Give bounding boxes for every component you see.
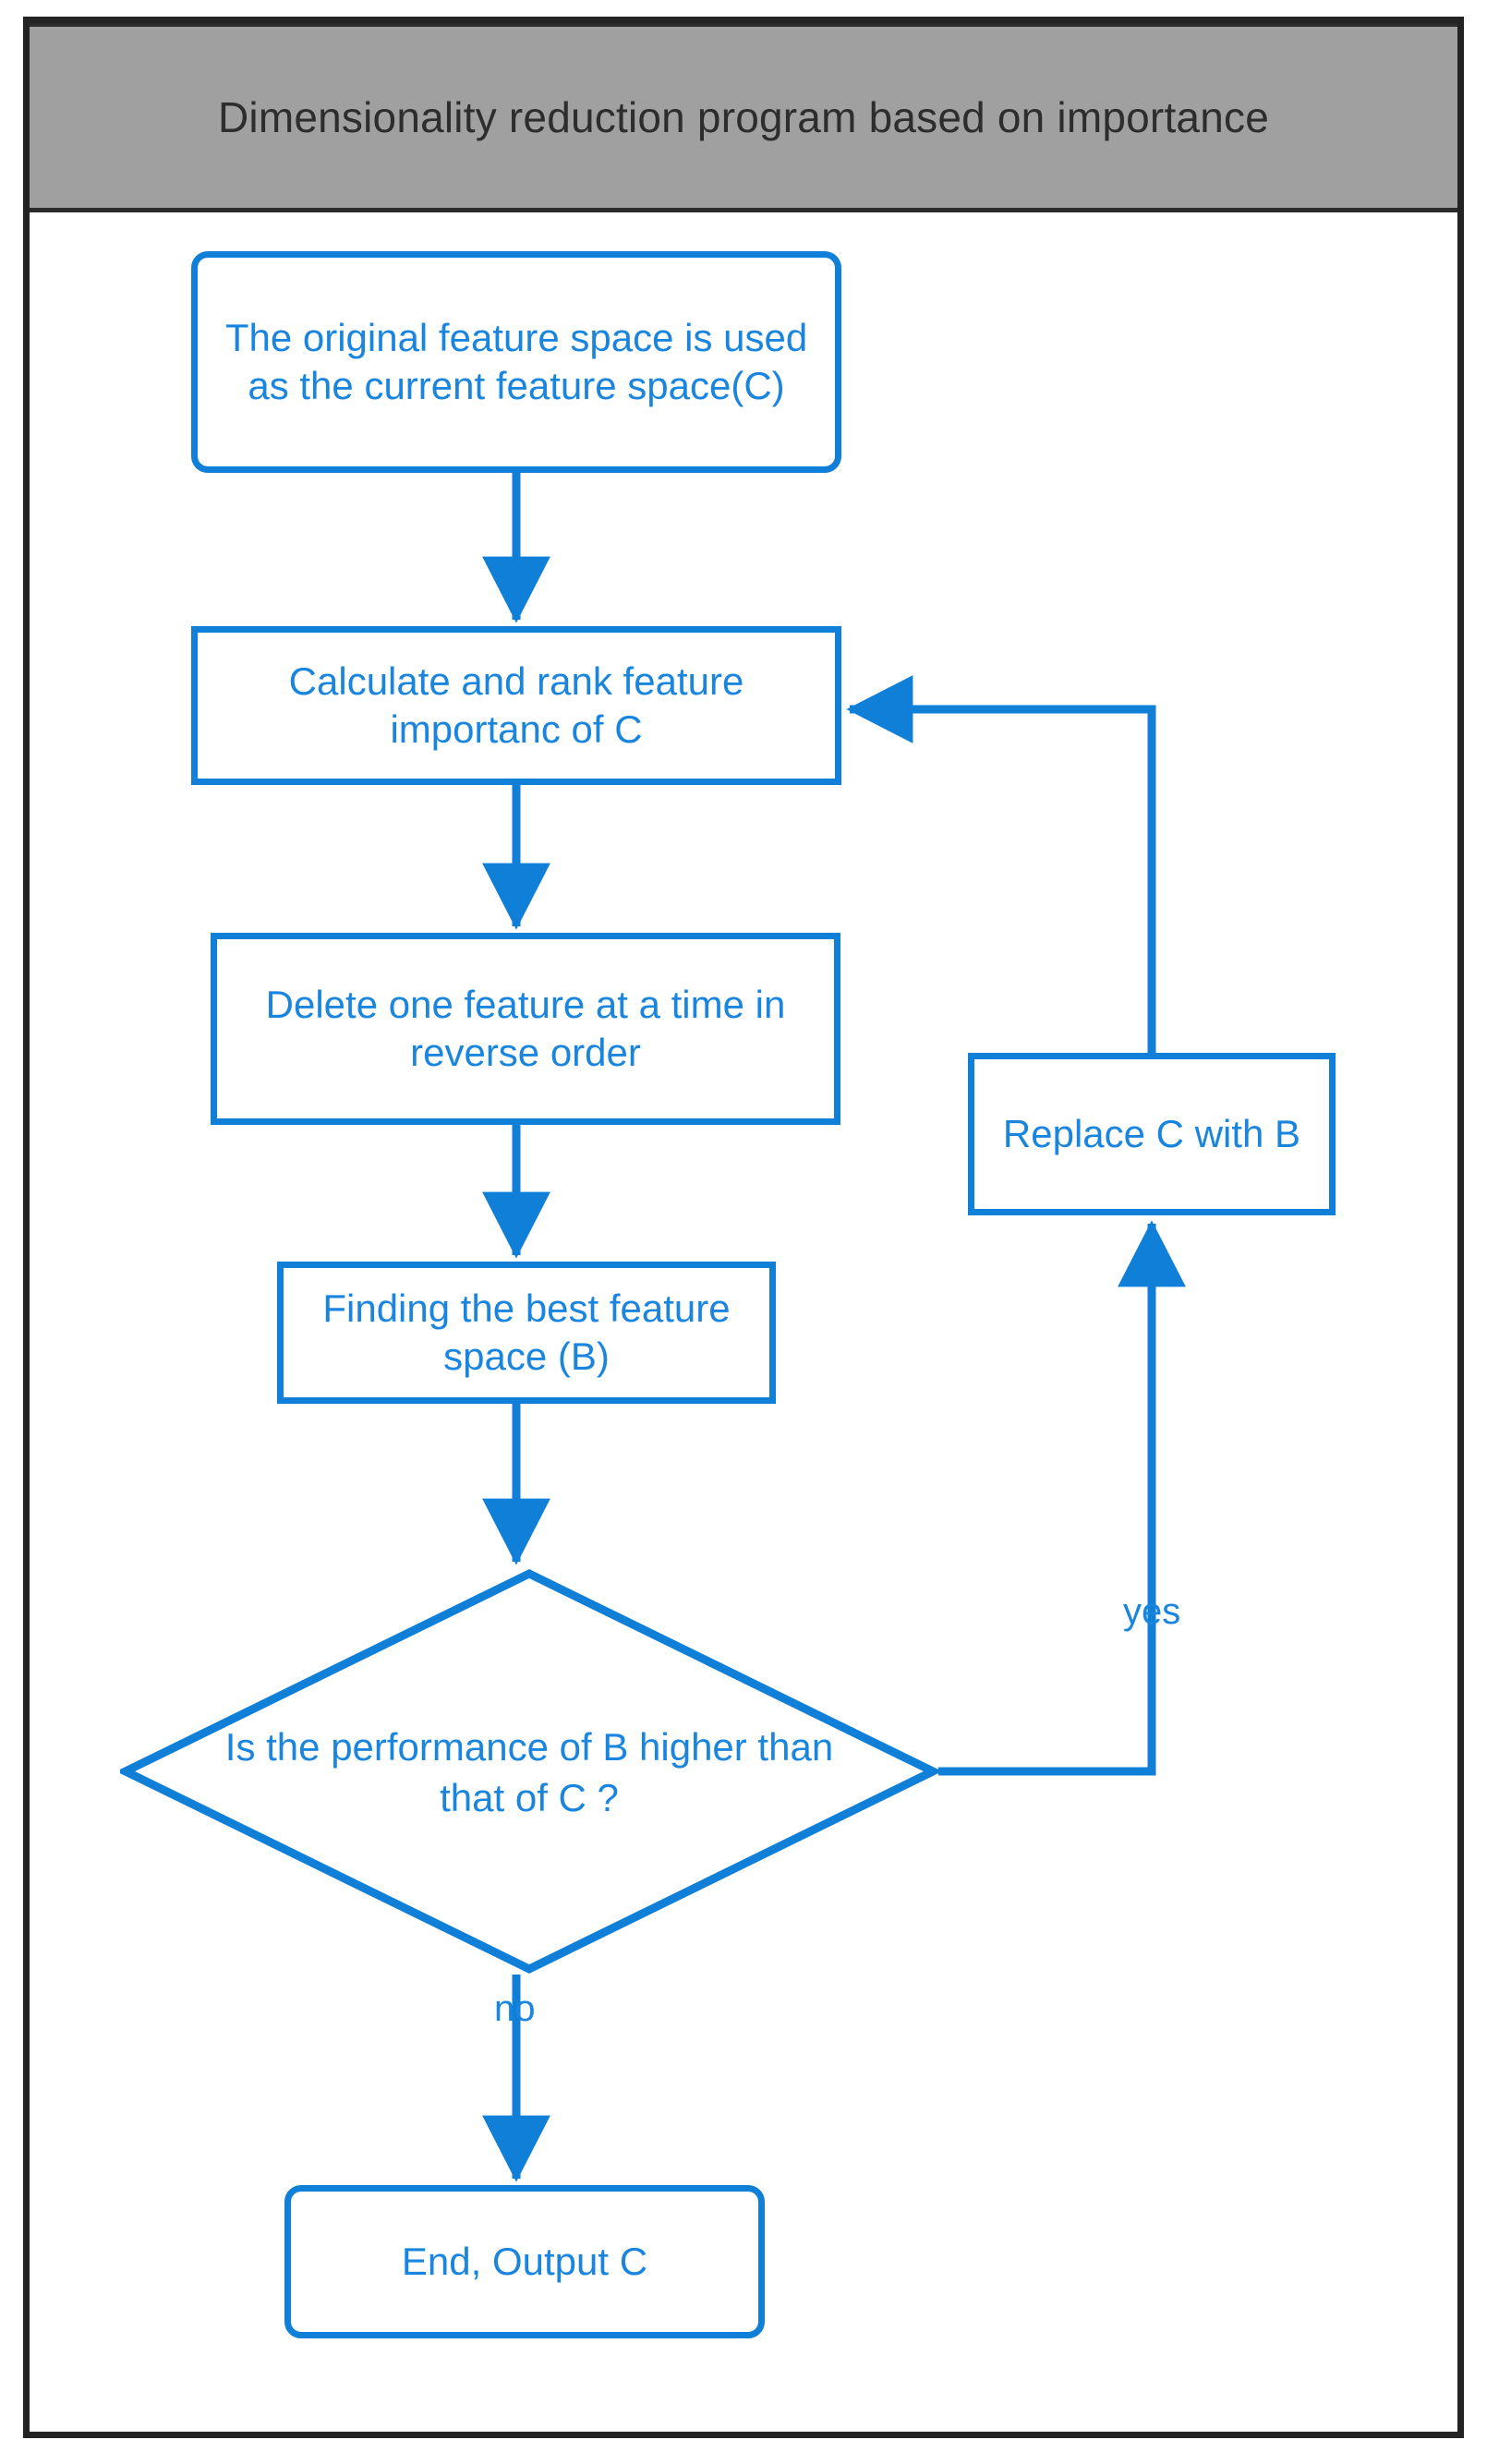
- node-label: End, Output C: [401, 2239, 648, 2283]
- node-label: Replace C with B: [1002, 1111, 1301, 1155]
- decision-diamond-label: Is the performance of B higher than that…: [224, 1725, 834, 1819]
- decision-diamond: [120, 1568, 938, 1975]
- node-end-output-c[interactable]: End, Output C: [284, 2185, 765, 2338]
- edge-n5-to-n2: [846, 675, 1156, 1053]
- node-label: Finding the best feature space (B): [322, 1286, 731, 1378]
- figure-title: Dimensionality reduction program based o…: [218, 93, 1269, 141]
- node-find-best-feature-space[interactable]: Finding the best feature space (B): [277, 1262, 776, 1404]
- node-label: The original feature space is used as th…: [224, 315, 808, 407]
- node-calculate-rank-importance[interactable]: Calculate and rank feature importanc of …: [191, 626, 841, 785]
- node-label: Delete one feature at a time in reverse …: [265, 982, 786, 1074]
- node-replace-c-with-b[interactable]: Replace C with B: [968, 1053, 1336, 1215]
- edge-decision-yes-to-n5: [938, 1220, 1186, 1776]
- node-original-feature-space[interactable]: The original feature space is used as th…: [191, 251, 841, 473]
- edge-label-no: no: [494, 1988, 536, 2029]
- node-label: Calculate and rank feature importanc of …: [288, 658, 744, 751]
- node-delete-feature-reverse-order[interactable]: Delete one feature at a time in reverse …: [211, 933, 840, 1125]
- figure-header-band: Dimensionality reduction program based o…: [30, 23, 1457, 212]
- edge-label-yes: yes: [1123, 1591, 1181, 1632]
